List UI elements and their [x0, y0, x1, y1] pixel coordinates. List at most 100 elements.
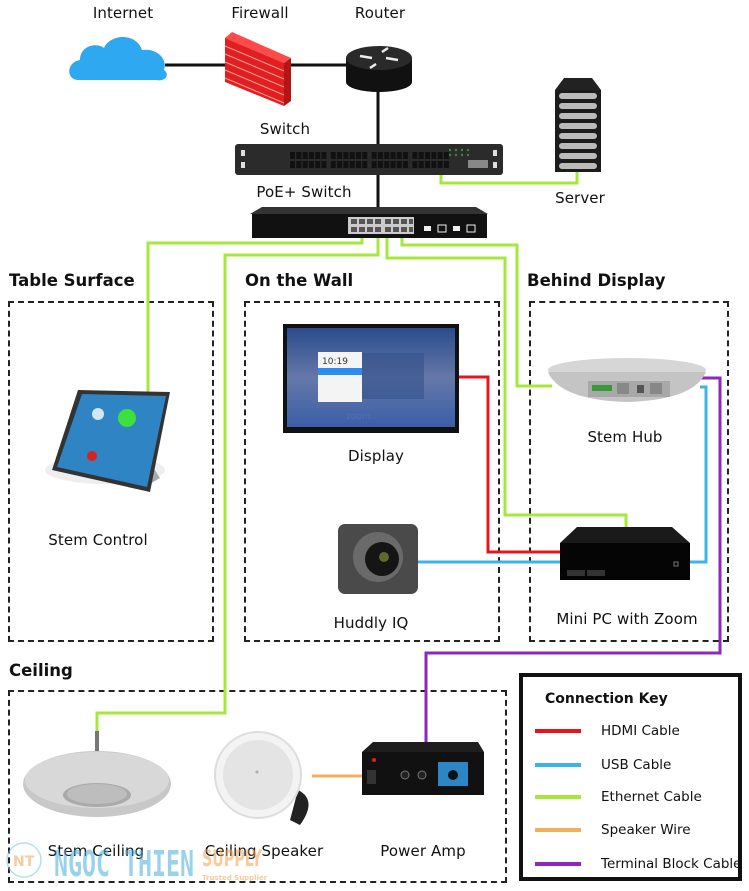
- cable-display-minipc-hdmi: [459, 375, 560, 554]
- switch-port: [443, 152, 449, 159]
- key-swatch: [535, 828, 581, 832]
- switch-port: [296, 161, 302, 168]
- key-swatch: [535, 763, 581, 767]
- switch-port: [330, 161, 336, 168]
- switch-port: [418, 161, 424, 168]
- switch-port: [308, 161, 314, 168]
- switch-port: [356, 152, 361, 159]
- network-switch-icon: [235, 144, 503, 175]
- switch-port: [321, 161, 327, 168]
- key-label: Terminal Block Cable: [601, 856, 742, 872]
- label-huddly-iq: Huddly IQ: [333, 614, 409, 632]
- switch-port: [315, 152, 321, 159]
- switch-port: [371, 161, 377, 168]
- label-power-amp: Power Amp: [380, 842, 466, 860]
- speaker-icon: [214, 731, 309, 825]
- zone-title-on-the-wall: On the Wall: [245, 271, 354, 290]
- hub-icon: [548, 358, 706, 402]
- cable-poe-mini-pc: [385, 232, 628, 527]
- cable-poe-stem-ceiling: [95, 232, 380, 732]
- switch-port: [396, 152, 402, 159]
- cable-poe-stem-hub: [400, 232, 552, 388]
- label-display: Display: [348, 447, 404, 465]
- poe-switch-icon: [250, 207, 488, 238]
- server-rack-icon: [555, 78, 601, 172]
- label-server: Server: [555, 189, 605, 207]
- network-links: [165, 63, 380, 212]
- ceiling-mic-icon: [23, 731, 171, 817]
- switch-port: [321, 152, 327, 159]
- label-internet: Internet: [92, 4, 154, 22]
- server-slot: [559, 153, 597, 159]
- server-slot: [559, 103, 597, 109]
- zone-ceiling: [8, 690, 507, 883]
- switch-port: [290, 152, 295, 159]
- switch-port: [431, 161, 437, 168]
- switch-port: [418, 152, 424, 159]
- switch-port: [431, 152, 437, 159]
- switch-port: [290, 161, 295, 168]
- switch-port: [412, 152, 418, 159]
- server-slot: [559, 163, 597, 169]
- switch-port: [362, 161, 368, 168]
- label-poe-switch: PoE+ Switch: [256, 183, 352, 201]
- label-ceiling-speaker: Ceiling Speaker: [204, 842, 324, 860]
- switch-port: [349, 152, 355, 159]
- switch-port: [443, 161, 449, 168]
- watermark-brand: NGOC THIEN: [54, 844, 194, 885]
- label-stem-control: Stem Control: [48, 531, 148, 549]
- server-slot: [559, 93, 597, 99]
- switch-port: [437, 152, 443, 159]
- cable-switch-server: [439, 170, 579, 185]
- zone-title-table-surface: Table Surface: [9, 271, 135, 290]
- mini-pc-icon: [560, 527, 690, 580]
- amplifier-icon: [362, 742, 484, 795]
- display-icon: 10:19 zoom: [283, 324, 459, 433]
- switch-port: [377, 161, 383, 168]
- server-slot: [559, 113, 597, 119]
- camera-icon: [338, 524, 418, 594]
- key-label: HDMI Cable: [601, 723, 680, 739]
- watermark-logo: NT NGOC THIEN SUPPLY Trusted Supplier: [6, 842, 268, 885]
- brick-wall-icon: [224, 32, 291, 106]
- cloud-icon: [69, 37, 167, 81]
- switch-port: [362, 152, 368, 159]
- key-item-speaker-wire: Speaker Wire: [535, 820, 691, 840]
- watermark-nt: NT: [13, 854, 35, 870]
- switch-port: [384, 152, 390, 159]
- switch-port: [337, 152, 343, 159]
- ethernet-cables: [95, 170, 628, 732]
- label-mini-pc: Mini PC with Zoom: [556, 610, 698, 628]
- server-slot: [559, 143, 597, 149]
- connection-key-title: Connection Key: [545, 691, 668, 707]
- tablet-controller-icon: [45, 390, 170, 492]
- zone-title-behind-display: Behind Display: [527, 271, 666, 290]
- watermark-suffix: SUPPLY: [202, 847, 263, 872]
- switch-port: [349, 161, 355, 168]
- zone-behind-display: [529, 301, 729, 642]
- zone-title-ceiling: Ceiling: [9, 661, 73, 680]
- switch-port: [371, 152, 377, 159]
- key-item-ethernet-cable: Ethernet Cable: [535, 787, 702, 807]
- switch-port: [308, 152, 314, 159]
- switch-port: [437, 161, 443, 168]
- display-screen-brand: zoom: [346, 412, 371, 422]
- switch-port: [390, 161, 396, 168]
- router-icon: [346, 46, 412, 92]
- switch-port: [337, 161, 343, 168]
- switch-port: [356, 161, 361, 168]
- cable-hub-minipc-usb: [690, 385, 708, 564]
- label-stem-hub: Stem Hub: [587, 428, 663, 446]
- label-switch: Switch: [259, 120, 311, 138]
- switch-port: [302, 152, 308, 159]
- label-firewall: Firewall: [231, 4, 289, 22]
- switch-port: [302, 161, 308, 168]
- key-item-usb-cable: USB Cable: [535, 755, 671, 775]
- key-label: Ethernet Cable: [601, 789, 702, 805]
- key-swatch: [535, 862, 581, 866]
- watermark-tagline: Trusted Supplier: [202, 874, 268, 882]
- key-swatch: [535, 795, 581, 799]
- key-item-hdmi-cable: HDMI Cable: [535, 721, 680, 741]
